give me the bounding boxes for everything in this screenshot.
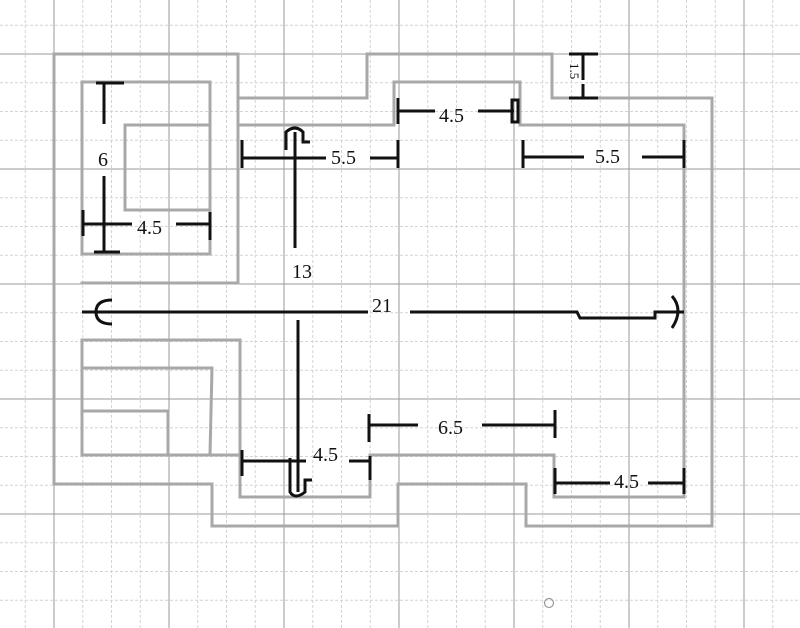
dim-line-bottom-left-notch-width [240, 450, 372, 480]
dim-line-overall-width [82, 310, 684, 320]
dim-label-top-left-room-height: 6 [98, 149, 108, 171]
wall-segment [52, 52, 714, 528]
dim-line-top-left-room-width [81, 210, 212, 240]
dim-line-top-right-notch-height [569, 52, 598, 100]
arrowhead-left [94, 298, 113, 326]
wall-segment [80, 409, 170, 457]
dim-line-bottom-center-span [367, 410, 557, 442]
dimension-lines [81, 52, 686, 498]
dim-label-top-left-room-width: 4.5 [137, 217, 162, 239]
wall-segment [80, 80, 686, 499]
dim-line-top-left-room-height [94, 81, 124, 254]
wall-segment [80, 366, 214, 457]
arrowhead-right [670, 295, 680, 329]
wall-segment [80, 80, 212, 256]
dim-label-top-right-notch-height: 1.5 [567, 63, 582, 79]
dim-line-top-right-span [521, 140, 686, 168]
dim-label-overall-height: 13 [292, 261, 312, 283]
dim-line-top-notch-width [396, 98, 520, 124]
walls [52, 52, 714, 528]
wall-segment [123, 123, 212, 212]
cursor-indicator [543, 597, 555, 609]
wall-segment [80, 96, 240, 285]
dim-line-overall-height-lower [288, 320, 312, 498]
dim-label-top-center-left-span: 5.5 [331, 147, 356, 169]
dim-line-overall-height [284, 126, 310, 248]
dim-label-bottom-center-span: 6.5 [438, 417, 463, 439]
dimension-labels: 6 4.5 13 5.5 4.5 1.5 5.5 21 6.5 4.5 4.5 [98, 63, 639, 493]
dim-line-top-center-left-span [240, 140, 400, 168]
dim-label-top-right-span: 5.5 [595, 146, 620, 168]
dim-label-overall-width: 21 [372, 295, 392, 317]
dim-label-top-notch-width: 4.5 [439, 105, 464, 127]
dim-label-bottom-left-notch-width: 4.5 [313, 444, 338, 466]
dim-label-bottom-right-notch-width: 4.5 [614, 471, 639, 493]
dim-line-bottom-right-notch-width [553, 468, 686, 494]
